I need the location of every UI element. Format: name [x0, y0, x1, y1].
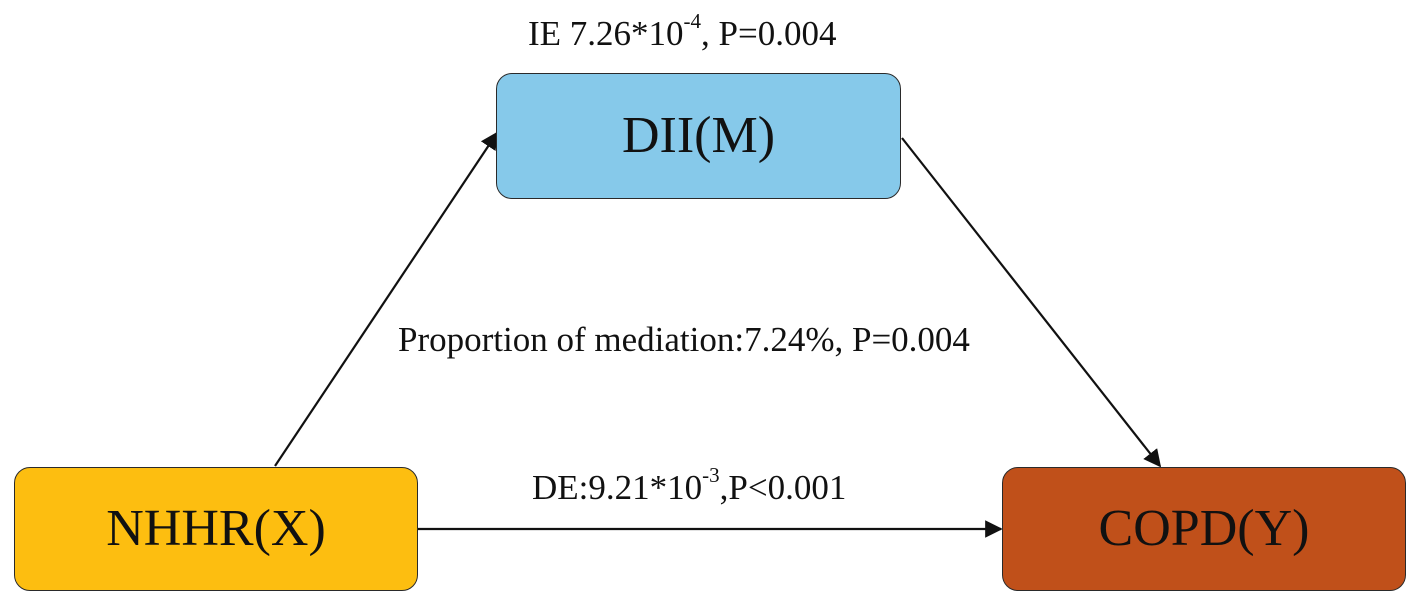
indirect-effect-prefix: IE 7.26*10 — [528, 14, 684, 53]
indirect-effect-label: IE 7.26*10-4, P=0.004 — [528, 11, 837, 53]
direct-effect-suffix: ,P<0.001 — [719, 468, 847, 507]
proportion-of-mediation-label: Proportion of mediation:7.24%, P=0.004 — [398, 320, 970, 359]
indirect-effect-suffix: , P=0.004 — [701, 14, 837, 53]
indirect-effect-exponent: -4 — [683, 9, 702, 34]
arrow-x-to-m — [274, 131, 498, 467]
outcome-node: COPD(Y) — [1002, 467, 1406, 591]
exposure-node-label: NHHR(X) — [106, 500, 326, 557]
direct-effect-label: DE:9.21*10-3,P<0.001 — [532, 465, 847, 507]
exposure-node: NHHR(X) — [14, 467, 418, 591]
outcome-node-label: COPD(Y) — [1098, 500, 1310, 557]
mediator-node-label: DII(M) — [621, 107, 776, 164]
arrow-m-to-y — [901, 137, 1162, 468]
mediator-node: DII(M) — [496, 73, 901, 199]
direct-effect-exponent: -3 — [702, 463, 720, 488]
direct-effect-prefix: DE:9.21*10 — [532, 468, 703, 507]
